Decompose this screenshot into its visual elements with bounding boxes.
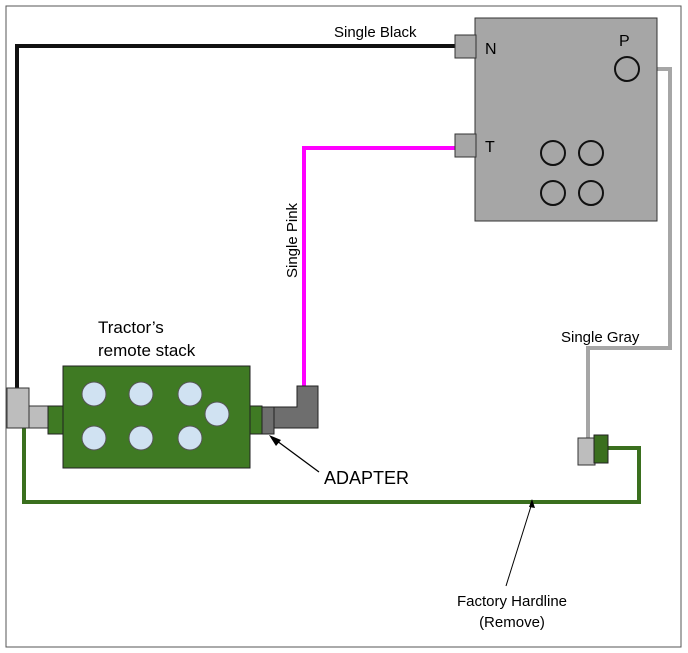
factory-hardline xyxy=(22,428,641,504)
valve-port-n-fitting xyxy=(454,34,477,59)
valve-port-t-fitting xyxy=(454,133,477,158)
black-hose-label: Single Black xyxy=(334,24,417,41)
hardline-fitting xyxy=(593,434,609,464)
remote-stack-coupler-left xyxy=(47,405,64,435)
remote-coupler xyxy=(81,381,107,407)
hardline-label-line1: Factory Hardline xyxy=(457,593,567,610)
left-elbow-fitting xyxy=(28,405,50,429)
pink-hose xyxy=(302,146,456,388)
valve-port-p-label: P xyxy=(619,33,630,50)
left-gray-fitting xyxy=(6,387,30,429)
valve-port-circle xyxy=(540,180,566,206)
valve-port-p-circle xyxy=(614,56,640,82)
pink-elbow-fitting xyxy=(273,385,319,429)
remote-coupler xyxy=(128,381,154,407)
remote-coupler xyxy=(204,401,230,427)
adapter-fitting xyxy=(261,406,275,435)
gray-hose-label: Single Gray xyxy=(561,329,640,346)
remote-coupler xyxy=(128,425,154,451)
adapter-arrowhead xyxy=(269,435,281,446)
hardline-pointer xyxy=(505,502,533,587)
valve-block xyxy=(474,17,658,222)
valve-port-t-label: T xyxy=(485,139,495,156)
remote-coupler xyxy=(177,425,203,451)
remote-stack-coupler-right xyxy=(249,405,263,435)
hardline-label-line2: (Remove) xyxy=(479,614,545,631)
remote-coupler xyxy=(177,381,203,407)
remote-stack-label-line1: Tractor’s xyxy=(98,318,164,337)
valve-port-circle xyxy=(578,140,604,166)
remote-stack-label-line2: remote stack xyxy=(98,341,196,360)
adapter-arrow xyxy=(272,437,320,473)
hardline-pointer-head xyxy=(529,499,535,508)
gray-hose-fitting xyxy=(577,437,596,466)
valve-port-n-label: N xyxy=(485,41,497,58)
adapter-label: ADAPTER xyxy=(324,468,409,488)
black-hose xyxy=(15,44,456,388)
remote-coupler xyxy=(81,425,107,451)
gray-hose xyxy=(586,67,672,438)
valve-port-circle xyxy=(578,180,604,206)
valve-port-circle xyxy=(540,140,566,166)
pink-hose-label: Single Pink xyxy=(284,202,301,278)
